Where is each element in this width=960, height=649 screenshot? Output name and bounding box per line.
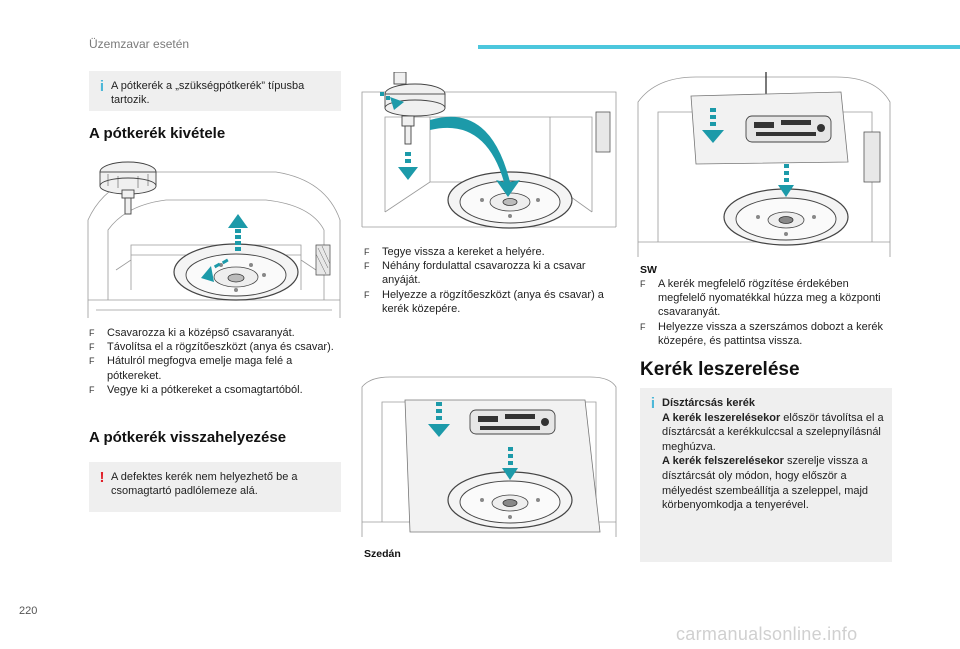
- bullet-icon: F: [364, 247, 370, 257]
- illustration-sedan-toolbox: [361, 376, 617, 537]
- bullet-icon: F: [364, 289, 370, 300]
- sedan-label: Szedán: [364, 548, 401, 560]
- info-icon: i: [99, 78, 105, 95]
- header-accent-bar: [478, 45, 960, 49]
- removal-heading: A pótkerék kivétele: [89, 125, 226, 142]
- warning-note: ! A defektes kerék nem helyezhető be a c…: [89, 462, 341, 512]
- watermark: carmanualsonline.info: [676, 624, 858, 644]
- warning-note-text: A defektes kerék nem helyezhető be a cso…: [111, 471, 298, 497]
- hubcap-note-title: Dísztárcsás kerék: [662, 397, 755, 409]
- illustration-spare-removal: [87, 161, 341, 318]
- bullet-icon: F: [89, 342, 95, 353]
- hubcap-p1-bold: A kerék leszerelésekor: [662, 411, 781, 424]
- hubcap-note-text: Dísztárcsás kerék A kerék leszerelésekor…: [662, 396, 884, 513]
- wheel-removal-heading: Kerék leszerelése: [640, 359, 800, 380]
- bullet-icon: F: [89, 328, 95, 338]
- bullet-icon: F: [640, 321, 646, 332]
- illustration-spare-refit: [361, 72, 617, 229]
- info-note-spare-type: i A pótkerék a „szükségpótkerék” típusba…: [89, 71, 341, 111]
- bullet-icon: F: [89, 384, 95, 395]
- bullet-icon: F: [640, 279, 646, 289]
- sw-label: SW: [640, 264, 657, 276]
- hubcap-p2-text: szerelje vissza a dísztárcsát oly módon,…: [662, 455, 869, 512]
- warning-icon: !: [99, 469, 105, 486]
- info-note-text: A pótkerék a „szükségpótkerék” típusba t…: [111, 80, 305, 106]
- refit-heading: A pótkerék visszahelyezése: [89, 429, 287, 446]
- illustration-sw-toolbox: [637, 72, 891, 257]
- hubcap-p2-bold: A kerék felszerelésekor: [662, 455, 784, 468]
- hubcap-p1-text: először távolítsa el a dísztárcsát a ker…: [662, 411, 884, 453]
- section-header: Üzemzavar esetén: [89, 37, 190, 51]
- info-icon: i: [650, 395, 656, 412]
- page-number: 220: [19, 605, 38, 617]
- bullet-icon: F: [89, 356, 95, 367]
- hubcap-info-note: i Dísztárcsás kerék A kerék leszerelések…: [640, 388, 892, 562]
- bullet-icon: F: [364, 261, 370, 272]
